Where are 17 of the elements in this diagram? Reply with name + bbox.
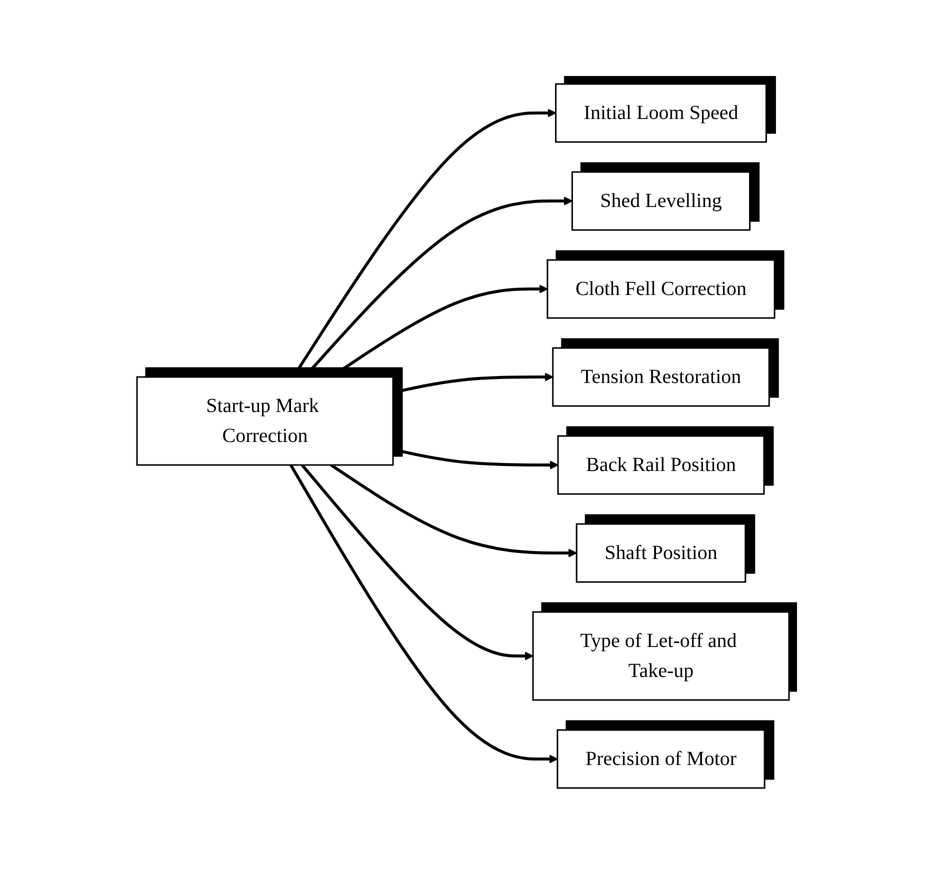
arrow [292,108,556,378]
node-box: Initial Loom Speed [554,82,766,142]
node-box: Precision of Motor [556,728,765,788]
node-box: Start-up Mark Correction [136,376,394,466]
node-box: Cloth Fell Correction [546,258,775,318]
arrow [330,463,576,557]
arrow [392,372,553,394]
node-box: Shed Levelling [570,170,750,230]
node-box: Tension Restoration [552,346,770,406]
arrow [392,447,558,469]
node-box: Shaft Position [575,522,746,582]
arrow [302,196,572,378]
arrow [330,284,548,378]
arrow [288,464,558,763]
node-box: Back Rail Position [556,434,764,494]
arrow [300,464,533,660]
node-box: Type of Let-off and Take-up [532,610,790,700]
